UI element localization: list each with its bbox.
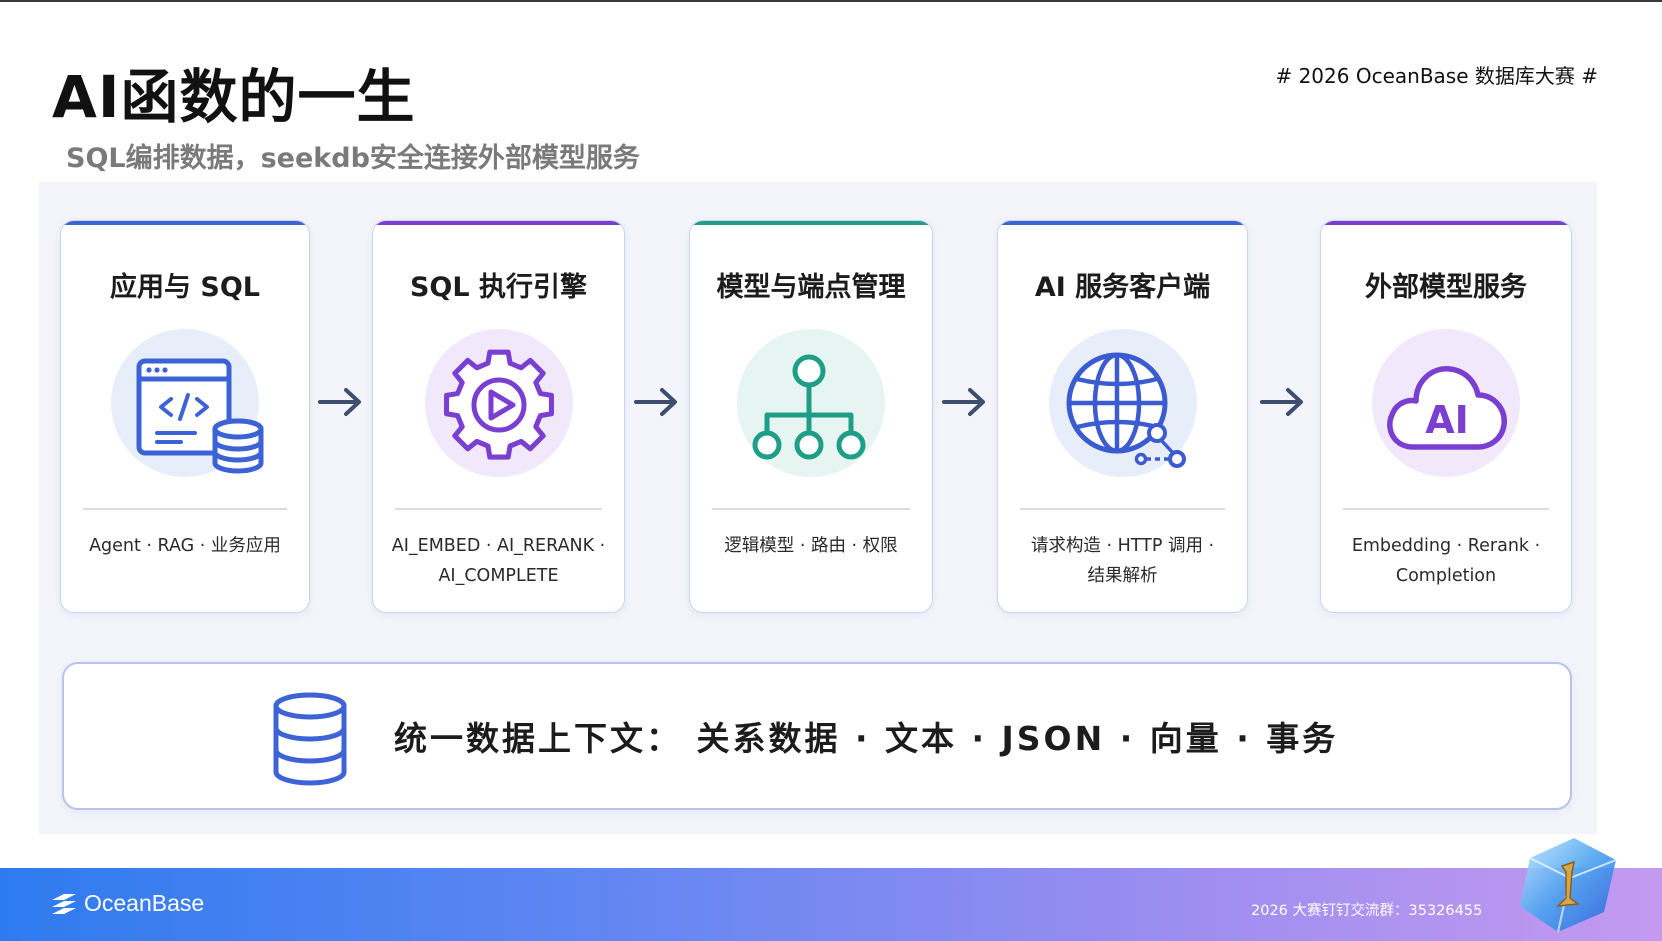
hierarchy-icon <box>737 329 885 477</box>
card-desc: Embedding · Rerank · Completion <box>1351 536 1541 586</box>
card-title: 模型与端点管理 <box>716 272 906 303</box>
footer-bar: OceanBase 2026 大赛钉钉交流群：35326455 <box>0 868 1662 941</box>
card-title: AI 服务客户端 <box>1034 272 1211 303</box>
card-divider <box>712 508 910 510</box>
code-database-icon <box>111 329 264 477</box>
card-divider <box>1343 508 1549 510</box>
ai-cloud-label: AI <box>1425 398 1469 442</box>
card-ai-client: AI 服务客户端 请求构造 · HTTP 调用 · 结果解析 <box>997 220 1248 613</box>
card-external-model: 外部模型服务 AI Embedding · Rerank · Completio… <box>1320 220 1572 613</box>
card-app-sql: 应用与 SQL Agent · RAG · 业务应用 <box>60 220 310 613</box>
card-sql-engine: SQL 执行引擎 AI_EMBED · AI_RERANK · AI_COMPL… <box>372 220 625 613</box>
card-title: SQL 执行引擎 <box>409 272 587 303</box>
oceanbase-logo-text: OceanBase <box>84 890 205 916</box>
card-desc: 逻辑模型 · 路由 · 权限 <box>724 536 898 556</box>
trophy-cube-icon <box>1520 838 1617 933</box>
card-divider <box>395 508 602 510</box>
card-divider <box>83 508 287 510</box>
card-title: 应用与 SQL <box>109 272 260 303</box>
top-border <box>0 0 1662 2</box>
page-title: AI函数的一生 <box>52 63 416 131</box>
contest-tag: # 2026 OceanBase 数据库大赛 # <box>1275 64 1598 88</box>
dingtalk-group-text: 2026 大赛钉钉交流群：35326455 <box>1251 903 1483 919</box>
arrow-right-icon <box>318 388 361 416</box>
card-divider <box>1020 508 1225 510</box>
gear-play-icon <box>424 329 573 477</box>
oceanbase-logo-icon <box>52 894 76 914</box>
card-desc: 请求构造 · HTTP 调用 · 结果解析 <box>1030 536 1215 586</box>
card-desc: AI_EMBED · AI_RERANK · AI_COMPLETE <box>391 536 606 586</box>
arrow-right-icon <box>1260 388 1303 416</box>
card-title: 外部模型服务 <box>1365 272 1527 303</box>
globe-network-icon <box>1048 329 1197 477</box>
card-desc: Agent · RAG · 业务应用 <box>89 536 281 556</box>
unified-data-context-box: 统一数据上下文： 关系数据 · 文本 · JSON · 向量 · 事务 <box>62 662 1572 810</box>
ai-cloud-icon: AI <box>1372 329 1520 477</box>
card-model-endpoint: 模型与端点管理 逻辑模型 · 路由 · 权限 <box>689 220 933 613</box>
unified-data-text: 统一数据上下文： 关系数据 · 文本 · JSON · 向量 · 事务 <box>394 719 1339 758</box>
database-icon <box>273 692 347 786</box>
arrow-right-icon <box>634 388 677 416</box>
arrow-right-icon <box>942 388 985 416</box>
page-subtitle: SQL编排数据，seekdb安全连接外部模型服务 <box>66 143 640 174</box>
